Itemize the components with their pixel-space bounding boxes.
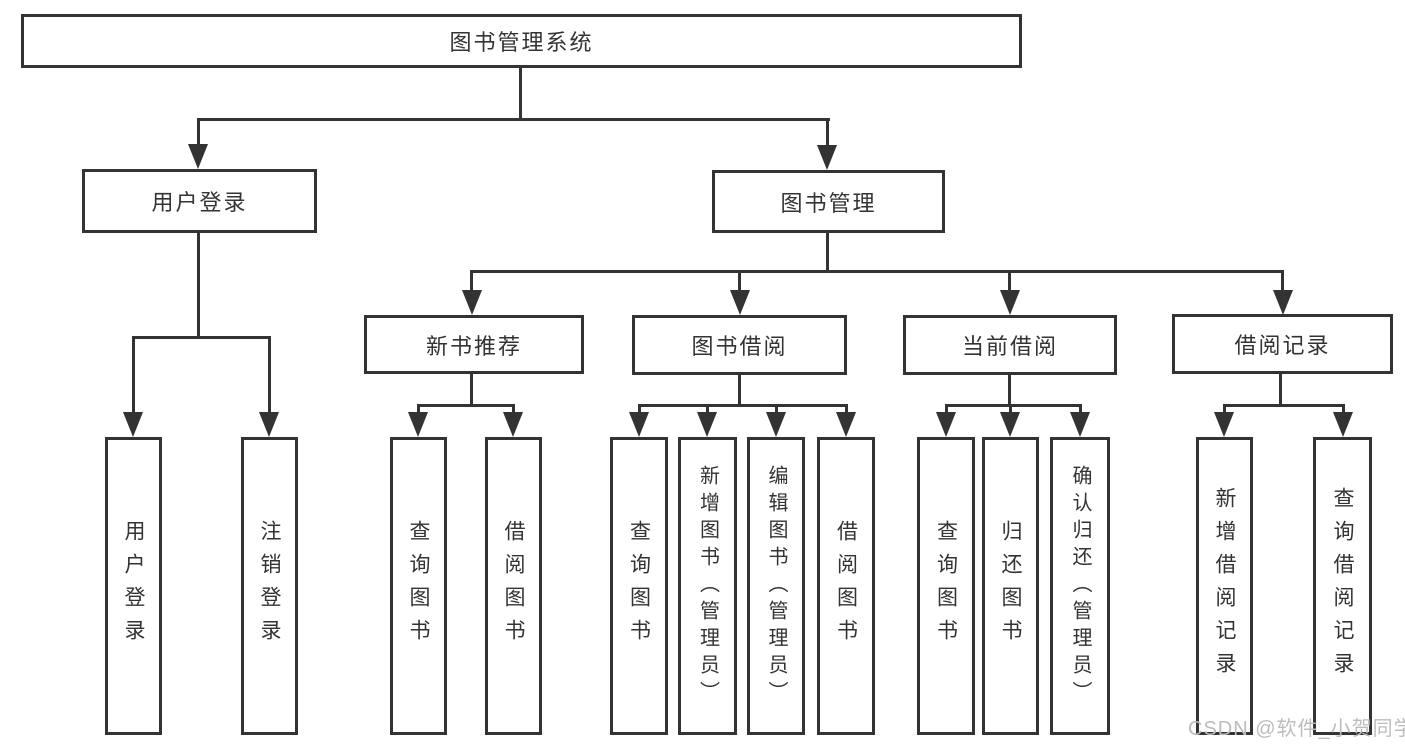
connector-mgmt-down bbox=[826, 233, 829, 273]
connector-current-horizontal bbox=[945, 404, 1082, 407]
node-book-borrow: 图书借阅 bbox=[632, 315, 847, 375]
node-current-borrow-label: 当前借阅 bbox=[961, 334, 1058, 359]
connector-login-down bbox=[197, 233, 200, 336]
connector-login-horizontal bbox=[132, 336, 271, 339]
arrowhead-to-c-return bbox=[1000, 412, 1020, 437]
node-user-login: 用户登录 bbox=[82, 169, 317, 233]
arrowhead-to-current-borrow bbox=[1000, 290, 1020, 315]
node-book-mgmt: 图书管理 bbox=[712, 170, 945, 233]
connector-newbooks-stub bbox=[470, 270, 473, 292]
leaf-logout-label: 注销登录 bbox=[258, 520, 281, 652]
leaf-records-query: 查询借阅记录 bbox=[1313, 437, 1372, 735]
connector-rquery-stub bbox=[1342, 404, 1345, 416]
connector-newbooks-down bbox=[470, 374, 473, 407]
leaf-current-confirm-admin: 确认归还（管理员） bbox=[1050, 437, 1110, 735]
connector-cquery-stub bbox=[945, 404, 948, 416]
node-new-books: 新书推荐 bbox=[364, 315, 584, 374]
connector-badd-stub bbox=[706, 404, 709, 416]
leaf-borrow-query: 查询图书 bbox=[610, 437, 668, 735]
leaf-current-query: 查询图书 bbox=[917, 437, 975, 735]
connector-nbborrow-stub bbox=[512, 404, 515, 416]
connector-userlogin-stub bbox=[132, 336, 135, 414]
arrowhead-to-user-login bbox=[188, 144, 208, 169]
node-user-login-label: 用户登录 bbox=[151, 190, 248, 215]
connector-level3-horizontal bbox=[470, 270, 1284, 273]
leaf-newbooks-query: 查询图书 bbox=[390, 437, 447, 735]
arrowhead-to-borrow-records bbox=[1273, 290, 1293, 315]
arrowhead-to-c-confirm bbox=[1070, 412, 1090, 437]
leaf-borrow-query-label: 查询图书 bbox=[627, 520, 651, 652]
arrowhead-to-c-query bbox=[936, 412, 956, 437]
leaf-user-login: 用户登录 bbox=[105, 437, 162, 735]
leaf-borrow-add-admin-label: 新增图书（管理员） bbox=[696, 464, 719, 708]
arrowhead-to-book-borrow bbox=[730, 290, 750, 315]
connector-records-down bbox=[1279, 374, 1282, 407]
connector-borrow-horizontal bbox=[638, 404, 848, 407]
connector-bborrow-stub bbox=[845, 404, 848, 416]
csdn-watermark: CSDN @软件_小贺同学 bbox=[1188, 718, 1405, 740]
connector-cconfirm-stub bbox=[1079, 404, 1082, 416]
leaf-current-return-label: 归还图书 bbox=[999, 520, 1022, 652]
arrowhead-to-book-mgmt bbox=[817, 145, 837, 170]
leaf-current-confirm-admin-label: 确认归还（管理员） bbox=[1069, 464, 1091, 708]
connector-borrow-stub bbox=[738, 270, 741, 292]
connector-records-horizontal bbox=[1223, 404, 1344, 407]
node-borrow-records-label: 借阅记录 bbox=[1234, 333, 1331, 358]
connector-current-stub bbox=[1008, 270, 1011, 292]
connector-level2-horizontal bbox=[197, 118, 830, 121]
connector-nbquery-stub bbox=[417, 404, 420, 416]
connector-logout-stub bbox=[268, 336, 271, 414]
arrowhead-to-b-edit bbox=[766, 412, 786, 437]
leaf-user-login-label: 用户登录 bbox=[122, 520, 145, 652]
arrowhead-to-new-books bbox=[462, 290, 482, 315]
connector-bquery-stub bbox=[638, 404, 641, 416]
leaf-borrow-borrow: 借阅图书 bbox=[817, 437, 875, 735]
node-root-label: 图书管理系统 bbox=[449, 30, 594, 55]
connector-newbooks-horizontal bbox=[417, 404, 515, 407]
leaf-logout: 注销登录 bbox=[241, 437, 298, 735]
connector-records-stub bbox=[1281, 270, 1284, 292]
leaf-records-query-label: 查询借阅记录 bbox=[1331, 487, 1354, 685]
arrowhead-to-b-borrow bbox=[836, 412, 856, 437]
leaf-current-query-label: 查询图书 bbox=[934, 520, 958, 652]
node-book-mgmt-label: 图书管理 bbox=[780, 190, 877, 216]
leaf-borrow-borrow-label: 借阅图书 bbox=[834, 520, 858, 652]
connector-login-stub bbox=[197, 118, 200, 150]
arrowhead-to-nb-borrow bbox=[503, 412, 523, 437]
connector-borrow-down bbox=[738, 374, 741, 407]
arrowhead-to-leaf-user-login bbox=[123, 412, 143, 437]
leaf-newbooks-borrow: 借阅图书 bbox=[485, 437, 542, 735]
leaf-current-return: 归还图书 bbox=[982, 437, 1039, 735]
arrowhead-to-nb-query bbox=[408, 412, 428, 437]
node-borrow-records: 借阅记录 bbox=[1172, 314, 1393, 374]
leaf-borrow-add-admin: 新增图书（管理员） bbox=[678, 437, 737, 735]
connector-radd-stub bbox=[1223, 404, 1226, 416]
arrowhead-to-leaf-logout bbox=[259, 412, 279, 437]
leaf-records-add: 新增借阅记录 bbox=[1196, 437, 1253, 735]
leaf-records-add-label: 新增借阅记录 bbox=[1213, 487, 1236, 685]
arrowhead-to-b-add bbox=[697, 412, 717, 437]
connector-creturn-stub bbox=[1009, 404, 1012, 416]
connector-current-down bbox=[1008, 374, 1011, 407]
connector-bedit-stub bbox=[775, 404, 778, 416]
leaf-newbooks-borrow-label: 借阅图书 bbox=[502, 520, 525, 652]
connector-mgmt-stub bbox=[826, 118, 829, 150]
leaf-newbooks-query-label: 查询图书 bbox=[407, 520, 430, 652]
node-new-books-label: 新书推荐 bbox=[425, 333, 522, 359]
arrowhead-to-b-query bbox=[629, 412, 649, 437]
arrowhead-to-r-query bbox=[1333, 412, 1353, 437]
arrowhead-to-r-add bbox=[1214, 412, 1234, 437]
leaf-borrow-edit-admin: 编辑图书（管理员） bbox=[747, 437, 805, 735]
node-root: 图书管理系统 bbox=[21, 14, 1022, 68]
node-book-borrow-label: 图书借阅 bbox=[691, 334, 788, 359]
connector-root-down bbox=[519, 67, 522, 120]
leaf-borrow-edit-admin-label: 编辑图书（管理员） bbox=[765, 464, 787, 708]
node-current-borrow: 当前借阅 bbox=[903, 315, 1117, 375]
